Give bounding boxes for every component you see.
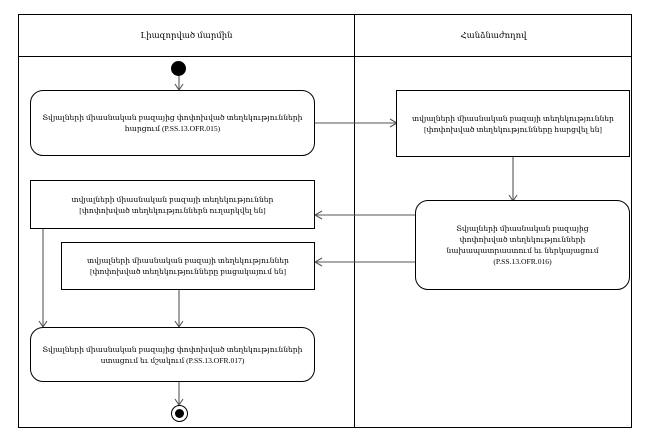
object-line-1: տվյալների միասնական բազայի տեղեկությունն… [412, 113, 614, 123]
action-node-receive-and-process[interactable]: Տվյալների միասնական բազայից փոփոխված տեղ… [30, 327, 315, 382]
action-line-1: Տվյալների միասնական բազայից փոփոխված տեղ… [42, 344, 303, 354]
object-node-info-requested[interactable]: տվյալների միասնական բազայի տեղեկությունն… [396, 90, 630, 157]
initial-node [171, 61, 186, 76]
action-node-request-modified-info[interactable]: Տվյալների միասնական բազայից փոփոխված տեղ… [30, 90, 315, 156]
object-node-label: տվյալների միասնական բազայի տեղեկությունն… [39, 194, 306, 216]
swimlane-vertical-divider [354, 14, 355, 428]
action-line-2: ստացում եւ մշակում (P.SS.13.OFR.017) [100, 355, 245, 365]
swimlane-header-left: Լիազորված մարմին [140, 30, 233, 40]
object-guard: [փոփոխված տեղեկությունները հարցվել են] [424, 124, 602, 134]
object-line-1: տվյալների միասնական բազայի տեղեկությունն… [71, 194, 274, 204]
swimlane-header-divider [18, 56, 632, 57]
action-node-label: Տվյալների միասնական բազայից փոփոխված տեղ… [39, 112, 306, 134]
object-node-label: տվյալների միասնական բազայի տեղեկությունն… [70, 255, 306, 277]
action-node-label: Տվյալների միասնական բազայից փոփոխված տեղ… [424, 223, 621, 267]
object-node-info-absent[interactable]: տվյալների միասնական բազայի տեղեկությունն… [61, 242, 315, 290]
object-node-label: տվյալների միասնական բազայի տեղեկությունն… [405, 113, 621, 135]
action-line-1: Տվյալների միասնական բազայից փոփոխված տեղ… [42, 113, 303, 122]
action-line-1: Տվյալների միասնական բազայից [456, 224, 589, 233]
action-line-4: (P.SS.13.OFR.016) [493, 257, 552, 266]
action-node-prepare-and-submit[interactable]: Տվյալների միասնական բազայից փոփոխված տեղ… [415, 200, 630, 290]
object-node-info-sent[interactable]: տվյալների միասնական բազայի տեղեկությունն… [30, 180, 315, 229]
swimlane-header-right: Հանձնաժողով [460, 30, 527, 40]
object-guard: [փոփոխված տեղեկություններն ուղարկվել են] [79, 205, 266, 215]
object-line-1: տվյալների միասնական բազայի տեղեկությունն… [87, 256, 289, 265]
object-guard: [փոփոխված տեղեկությունները բացակայում են… [89, 267, 287, 276]
action-node-label: Տվյալների միասնական բազայից փոփոխված տեղ… [39, 344, 306, 366]
action-line-3: նախապատրաստում եւ ներկայացում [446, 246, 599, 255]
action-line-2: հարցում (P.SS.13.OFR.015) [124, 124, 221, 133]
final-node [171, 405, 188, 422]
action-line-2: փոփոխված տեղեկությունների [459, 235, 586, 244]
swimlane-frame [18, 14, 632, 428]
